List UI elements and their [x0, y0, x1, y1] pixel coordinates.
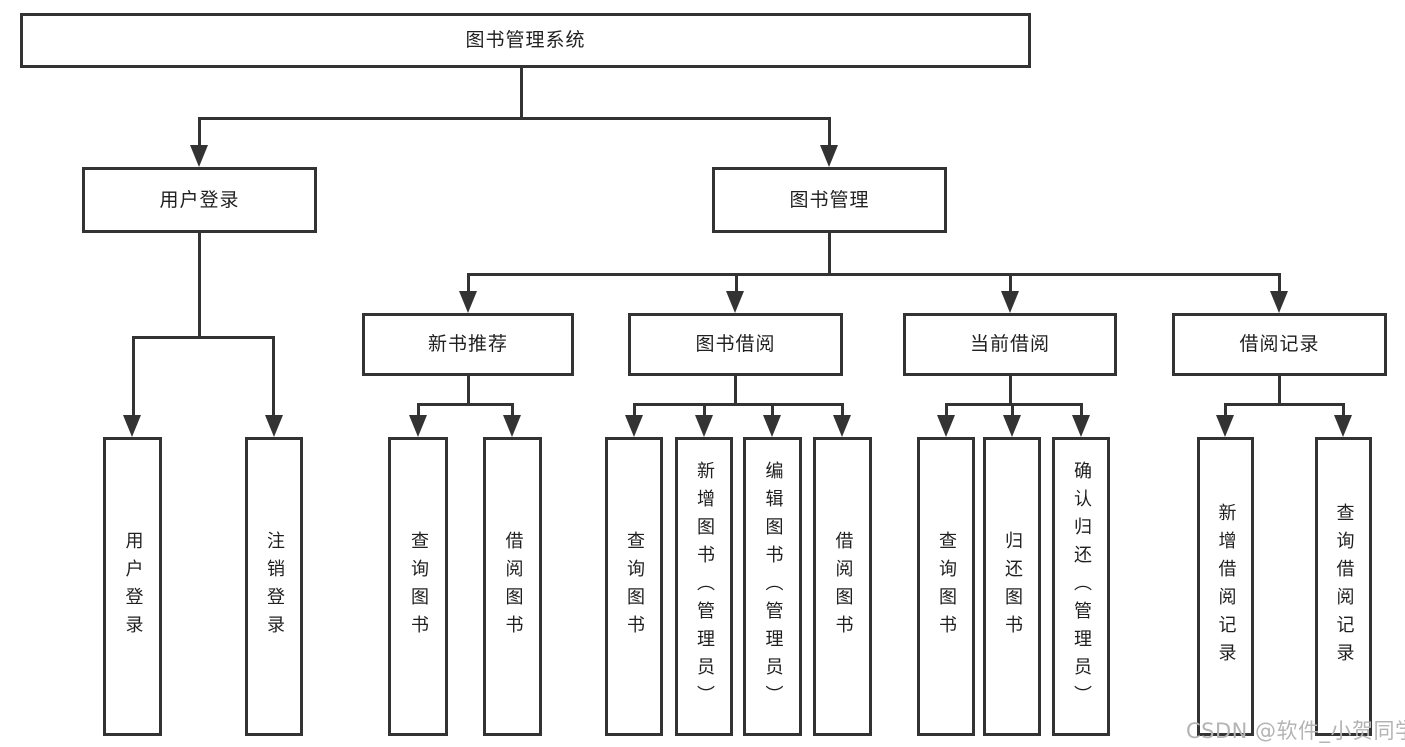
arrow-down-icon: [409, 415, 427, 437]
arrow-down-icon: [1216, 415, 1234, 437]
connector-line: [417, 403, 514, 406]
csdn-watermark: CSDN @软件_小贺同学: [1186, 719, 1405, 743]
arrow-down-icon: [833, 415, 851, 437]
connector-line: [828, 233, 831, 276]
node-current-borrowing: 当前借阅: [903, 313, 1117, 376]
connector-line: [735, 273, 738, 293]
node-leaf-search-books-borrowing: 查询图书: [605, 437, 663, 736]
arrow-down-icon: [820, 145, 838, 167]
connector-line: [1224, 403, 1227, 416]
arrow-down-icon: [123, 415, 141, 437]
node-leaf-add-books-admin: 新增图书（管理员）: [675, 437, 733, 736]
connector-line: [511, 403, 514, 416]
node-leaf-search-borrow-record: 查询借阅记录: [1315, 437, 1372, 736]
connector-line: [771, 403, 774, 416]
connector-line: [1009, 273, 1012, 293]
connector-line: [734, 376, 737, 404]
node-leaf-search-books-recommend: 查询图书: [388, 437, 448, 736]
node-leaf-borrow-books: 借阅图书: [813, 437, 872, 736]
connector-line: [633, 403, 843, 406]
connector-line: [1080, 403, 1083, 416]
connector-line: [1009, 376, 1012, 404]
connector-line: [132, 336, 275, 339]
connector-line: [945, 403, 948, 416]
connector-line: [1224, 403, 1345, 406]
connector-line: [467, 376, 470, 404]
node-book-borrowing: 图书借阅: [628, 313, 843, 376]
arrow-down-icon: [763, 415, 781, 437]
node-book-management: 图书管理: [712, 167, 947, 233]
connector-line: [132, 336, 135, 417]
connector-line: [520, 68, 523, 118]
connector-line: [1011, 403, 1014, 416]
node-leaf-add-borrow-record: 新增借阅记录: [1197, 437, 1254, 736]
connector-line: [633, 403, 636, 416]
arrow-down-icon: [1072, 415, 1090, 437]
connector-line: [417, 403, 420, 416]
node-leaf-logout: 注销登录: [245, 437, 303, 736]
connector-line: [1342, 403, 1345, 416]
node-leaf-search-books-current: 查询图书: [917, 437, 975, 736]
arrow-down-icon: [459, 291, 477, 313]
connector-line: [1278, 376, 1281, 404]
connector-line: [1278, 273, 1281, 293]
node-leaf-edit-books-admin: 编辑图书（管理员）: [743, 437, 802, 736]
node-borrowing-records: 借阅记录: [1172, 313, 1387, 376]
node-new-book-recommendation: 新书推荐: [362, 313, 574, 376]
connector-line: [703, 403, 706, 416]
connector-line: [828, 117, 831, 147]
arrow-down-icon: [1003, 415, 1021, 437]
node-leaf-borrow-books-recommend: 借阅图书: [483, 437, 542, 736]
node-library-management-system: 图书管理系统: [20, 13, 1031, 68]
node-user-login: 用户登录: [82, 167, 317, 233]
arrow-down-icon: [625, 415, 643, 437]
node-leaf-user-login: 用户登录: [103, 437, 162, 736]
connector-line: [841, 403, 844, 416]
arrow-down-icon: [190, 145, 208, 167]
node-leaf-return-books: 归还图书: [983, 437, 1041, 736]
connector-line: [272, 336, 275, 417]
arrow-down-icon: [265, 415, 283, 437]
connector-line: [467, 273, 470, 293]
connector-line: [198, 233, 201, 337]
arrow-down-icon: [695, 415, 713, 437]
connector-line: [198, 117, 201, 147]
node-leaf-confirm-return-admin: 确认归还（管理员）: [1052, 437, 1110, 736]
arrow-down-icon: [1001, 291, 1019, 313]
arrow-down-icon: [726, 291, 744, 313]
arrow-down-icon: [503, 415, 521, 437]
arrow-down-icon: [937, 415, 955, 437]
arrow-down-icon: [1270, 291, 1288, 313]
connector-line: [467, 273, 1281, 276]
arrow-down-icon: [1334, 415, 1352, 437]
connector-line: [198, 117, 831, 120]
